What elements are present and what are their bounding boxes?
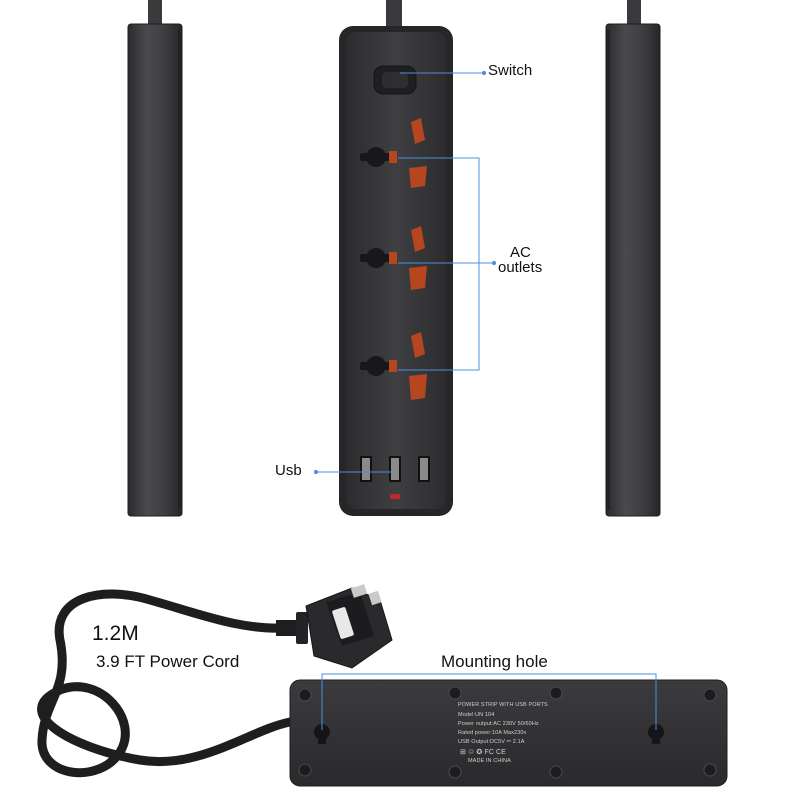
spec-line-title: POWER STRIP WITH USB PORTS [458, 702, 548, 708]
rubber-feet [298, 686, 717, 779]
ac-outlets-label-line2: outlets [498, 259, 543, 276]
left-side-view [127, 0, 183, 517]
mounting-holes [314, 724, 664, 744]
spec-line-certifications: ⊞ ♲ ✪ FC CE [460, 749, 506, 756]
usb-ports [360, 456, 430, 499]
ac-outlet-2 [360, 226, 427, 290]
ac-outlets-label-line1: AC [510, 244, 531, 261]
spec-line-rated: Rated power:10A Max230v [458, 730, 527, 736]
power-cord [37, 589, 295, 778]
usb-label: Usb [275, 462, 302, 479]
callout-lines [313, 70, 497, 475]
ac-outlet-3 [360, 332, 427, 400]
spec-line-origin: MADE IN CHINA [468, 758, 511, 764]
spec-line-usb: USB Output:DC5V ⎓ 2.1A [458, 739, 525, 745]
spec-line-output: Power output:AC 230V 50/60Hz [458, 721, 539, 727]
right-side-view [605, 0, 661, 517]
switch-label: Switch [488, 62, 533, 79]
ac-outlet-1 [360, 118, 427, 188]
bottom-view [289, 673, 728, 787]
mounting-callout-lines [321, 673, 657, 730]
spec-line-model: Model:UN 104 [458, 712, 495, 718]
power-switch [373, 65, 417, 95]
front-view [313, 0, 497, 516]
indicator-light [390, 494, 400, 499]
cord-feet-label: 3.9 FT Power Cord [96, 652, 240, 671]
cord-length-label: 1.2M [92, 622, 139, 645]
mounting-hole-label: Mounting hole [441, 652, 548, 671]
uk-plug [276, 584, 393, 669]
